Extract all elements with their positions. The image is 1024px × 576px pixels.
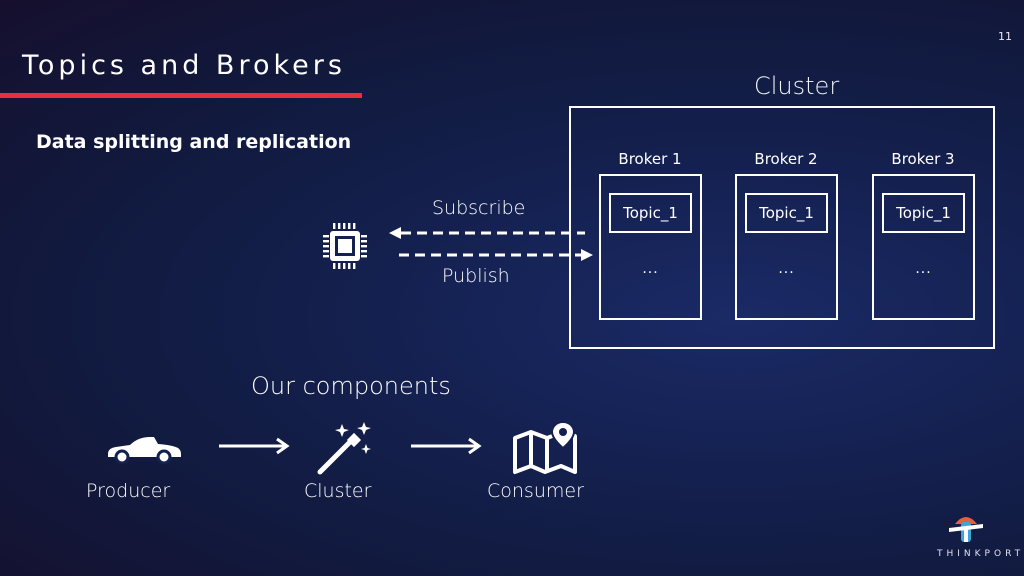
thinkport-logo-text: THINKPORT bbox=[937, 549, 1024, 559]
magic-wand-icon bbox=[317, 422, 371, 475]
broker-1-label: Broker 1 bbox=[618, 150, 682, 168]
broker-1-topic: Topic_1 bbox=[609, 193, 692, 233]
cluster-title: Cluster bbox=[754, 72, 840, 100]
cpu-chip-icon bbox=[323, 223, 367, 269]
broker-3-topic: Topic_1 bbox=[882, 193, 965, 233]
car-icon bbox=[108, 437, 181, 464]
broker-3-label: Broker 3 bbox=[891, 150, 955, 168]
broker-3-more: ... bbox=[915, 261, 932, 277]
slide-title: Topics and Brokers bbox=[22, 50, 346, 81]
broker-2-more: ... bbox=[778, 261, 795, 277]
map-pin-icon bbox=[513, 420, 577, 474]
broker-1-box: Topic_1 ... bbox=[599, 174, 702, 320]
components-title: Our components bbox=[251, 372, 451, 400]
publish-label: Publish bbox=[442, 265, 510, 287]
broker-2-label: Broker 2 bbox=[754, 150, 818, 168]
flow-arrows bbox=[389, 227, 593, 261]
broker-3-box: Topic_1 ... bbox=[872, 174, 975, 320]
subscribe-label: Subscribe bbox=[432, 197, 526, 219]
thinkport-logo-icon bbox=[949, 517, 983, 542]
publish-arrowhead bbox=[581, 249, 593, 261]
broker-2-topic: Topic_1 bbox=[745, 193, 828, 233]
subscribe-arrowhead bbox=[389, 227, 401, 239]
component-label-consumer: Consumer bbox=[487, 480, 584, 502]
slide-subtitle: Data splitting and replication bbox=[36, 131, 352, 153]
cluster-box bbox=[569, 106, 995, 349]
page-number: 11 bbox=[998, 30, 1012, 43]
arrow-producer-to-cluster bbox=[219, 437, 290, 455]
broker-1-more: ... bbox=[642, 261, 659, 277]
arrow-cluster-to-consumer bbox=[411, 437, 482, 455]
component-label-producer: Producer bbox=[86, 480, 171, 502]
component-label-cluster: Cluster bbox=[304, 480, 372, 502]
broker-2-box: Topic_1 ... bbox=[735, 174, 838, 320]
title-underline bbox=[0, 93, 362, 98]
